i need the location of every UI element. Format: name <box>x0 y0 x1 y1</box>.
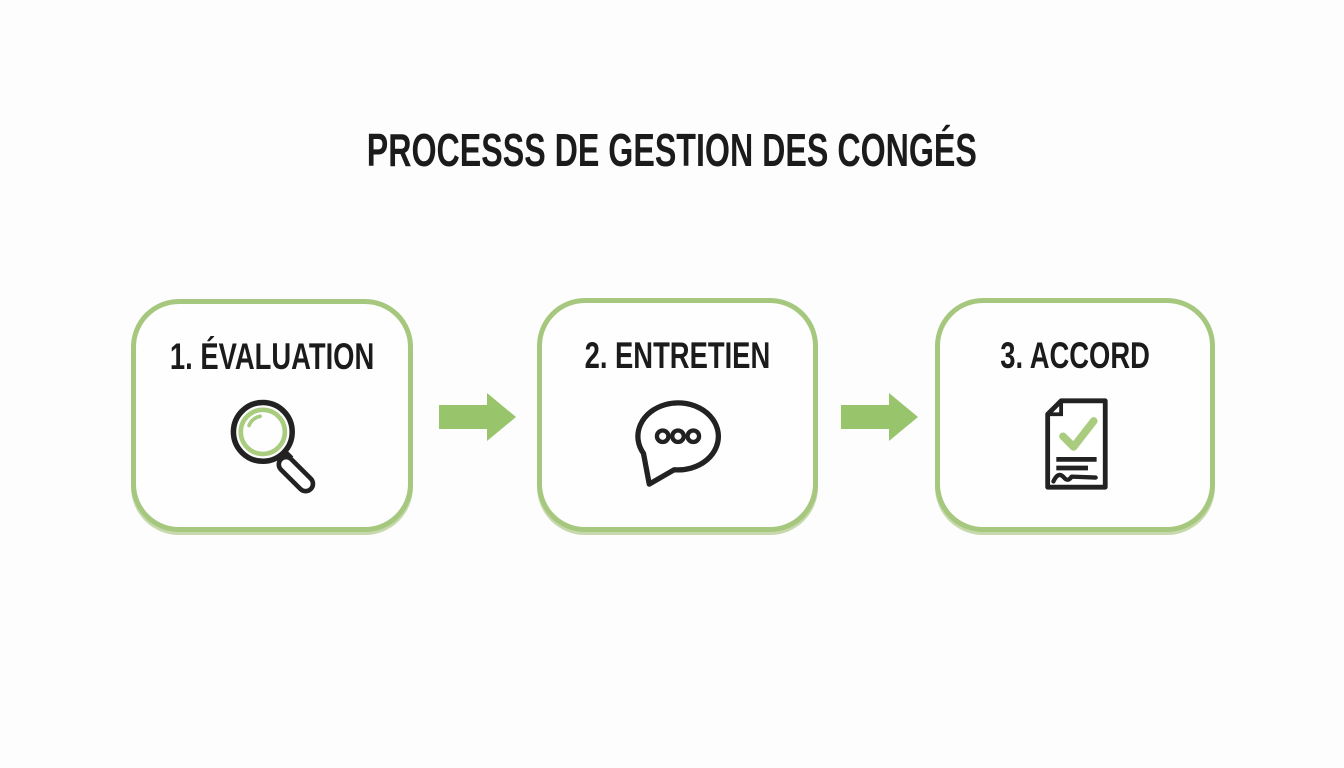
step-label-text: 3. ACCORD <box>1000 335 1150 376</box>
step-label: 3. ACCORD <box>974 337 1176 374</box>
step-label: 2. ENTRETIEN <box>552 337 803 374</box>
step-label-text: 1. ÉVALUATION <box>169 336 375 377</box>
step-label-text: 2. ENTRETIEN <box>584 335 771 376</box>
page-title-text: PROCESSS DE GESTION DES CONGÉS <box>366 124 978 176</box>
step-box-entretien: 2. ENTRETIEN <box>537 298 818 532</box>
step-label: 1. ÉVALUATION <box>134 338 410 375</box>
flow-arrow-icon <box>841 392 919 442</box>
speech-bubble-icon <box>630 396 726 487</box>
flow-arrow-icon <box>439 392 517 442</box>
step-box-evaluation: 1. ÉVALUATION <box>131 299 413 532</box>
document-check-icon <box>1040 396 1111 492</box>
magnifier-icon <box>226 397 318 498</box>
page-title: PROCESSS DE GESTION DES CONGÉS <box>0 127 1344 173</box>
step-box-accord: 3. ACCORD <box>935 298 1215 532</box>
